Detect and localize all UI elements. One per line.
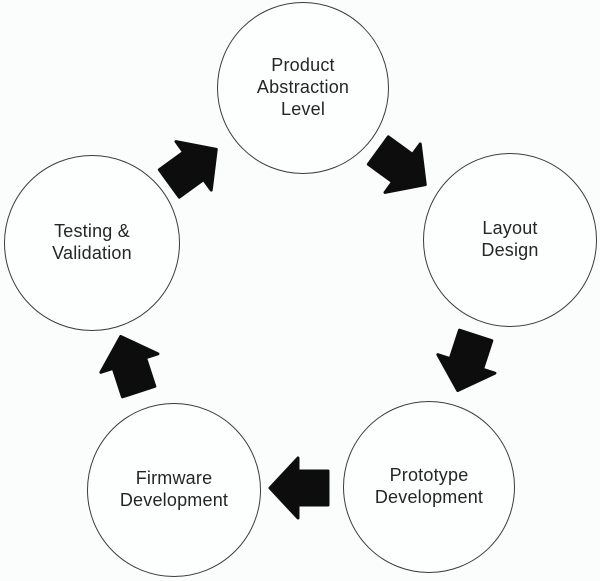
node-layout-design: Layout Design: [423, 153, 597, 327]
node-firmware-development: Firmware Development: [87, 403, 261, 577]
arrow-top-to-right-icon: [359, 124, 445, 211]
node-product-abstraction-level: Product Abstraction Level: [217, 2, 389, 174]
node-label: Firmware Development: [119, 468, 229, 510]
node-prototype-development: Prototype Development: [343, 401, 515, 573]
arrow-right-to-bottomright-icon: [427, 324, 506, 402]
node-label: Layout Design: [481, 218, 539, 260]
node-label: Prototype Development: [374, 465, 484, 507]
arrow-bottomright-to-bottomleft-icon: [268, 456, 330, 520]
node-label: Product Abstraction Level: [256, 55, 350, 119]
node-testing-validation: Testing & Validation: [4, 155, 180, 331]
node-label: Testing & Validation: [52, 221, 132, 263]
arrow-bottomleft-to-left-icon: [90, 325, 169, 403]
